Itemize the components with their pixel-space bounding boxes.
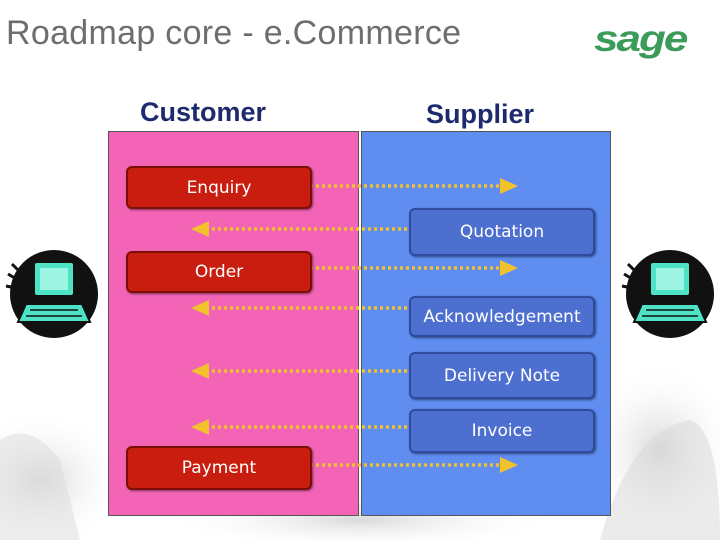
arrowhead-order — [500, 260, 518, 276]
payment-box: Payment — [126, 446, 312, 490]
payment-label: Payment — [181, 458, 257, 478]
computer-icon — [5, 250, 98, 338]
arrowhead-acknowledgement — [191, 300, 209, 316]
computer-icon — [621, 250, 714, 338]
delivery-note-box: Delivery Note — [409, 352, 595, 399]
customer-heading: Customer — [140, 97, 267, 127]
arrowhead-delivery — [191, 363, 209, 379]
acknowledgement-box: Acknowledgement — [409, 296, 595, 337]
quotation-box: Quotation — [409, 208, 595, 256]
page-title: Roadmap core - e.Commerce — [6, 14, 462, 52]
enquiry-label: Enquiry — [186, 177, 252, 198]
arrowhead-quotation — [191, 221, 209, 237]
arrowhead-enquiry — [500, 178, 518, 194]
order-label: Order — [194, 262, 244, 282]
arrowhead-invoice — [191, 419, 209, 435]
enquiry-box: Enquiry — [126, 166, 312, 209]
order-box: Order — [126, 251, 312, 293]
acknowledgement-label: Acknowledgement — [423, 306, 581, 327]
quotation-label: Quotation — [459, 222, 545, 242]
invoice-box: Invoice — [409, 409, 595, 453]
arrowhead-payment — [500, 457, 518, 473]
sage-logo: sage — [594, 17, 688, 60]
delivery-note-label: Delivery Note — [443, 365, 561, 386]
supplier-heading: Supplier — [426, 99, 535, 129]
invoice-label: Invoice — [471, 421, 533, 441]
